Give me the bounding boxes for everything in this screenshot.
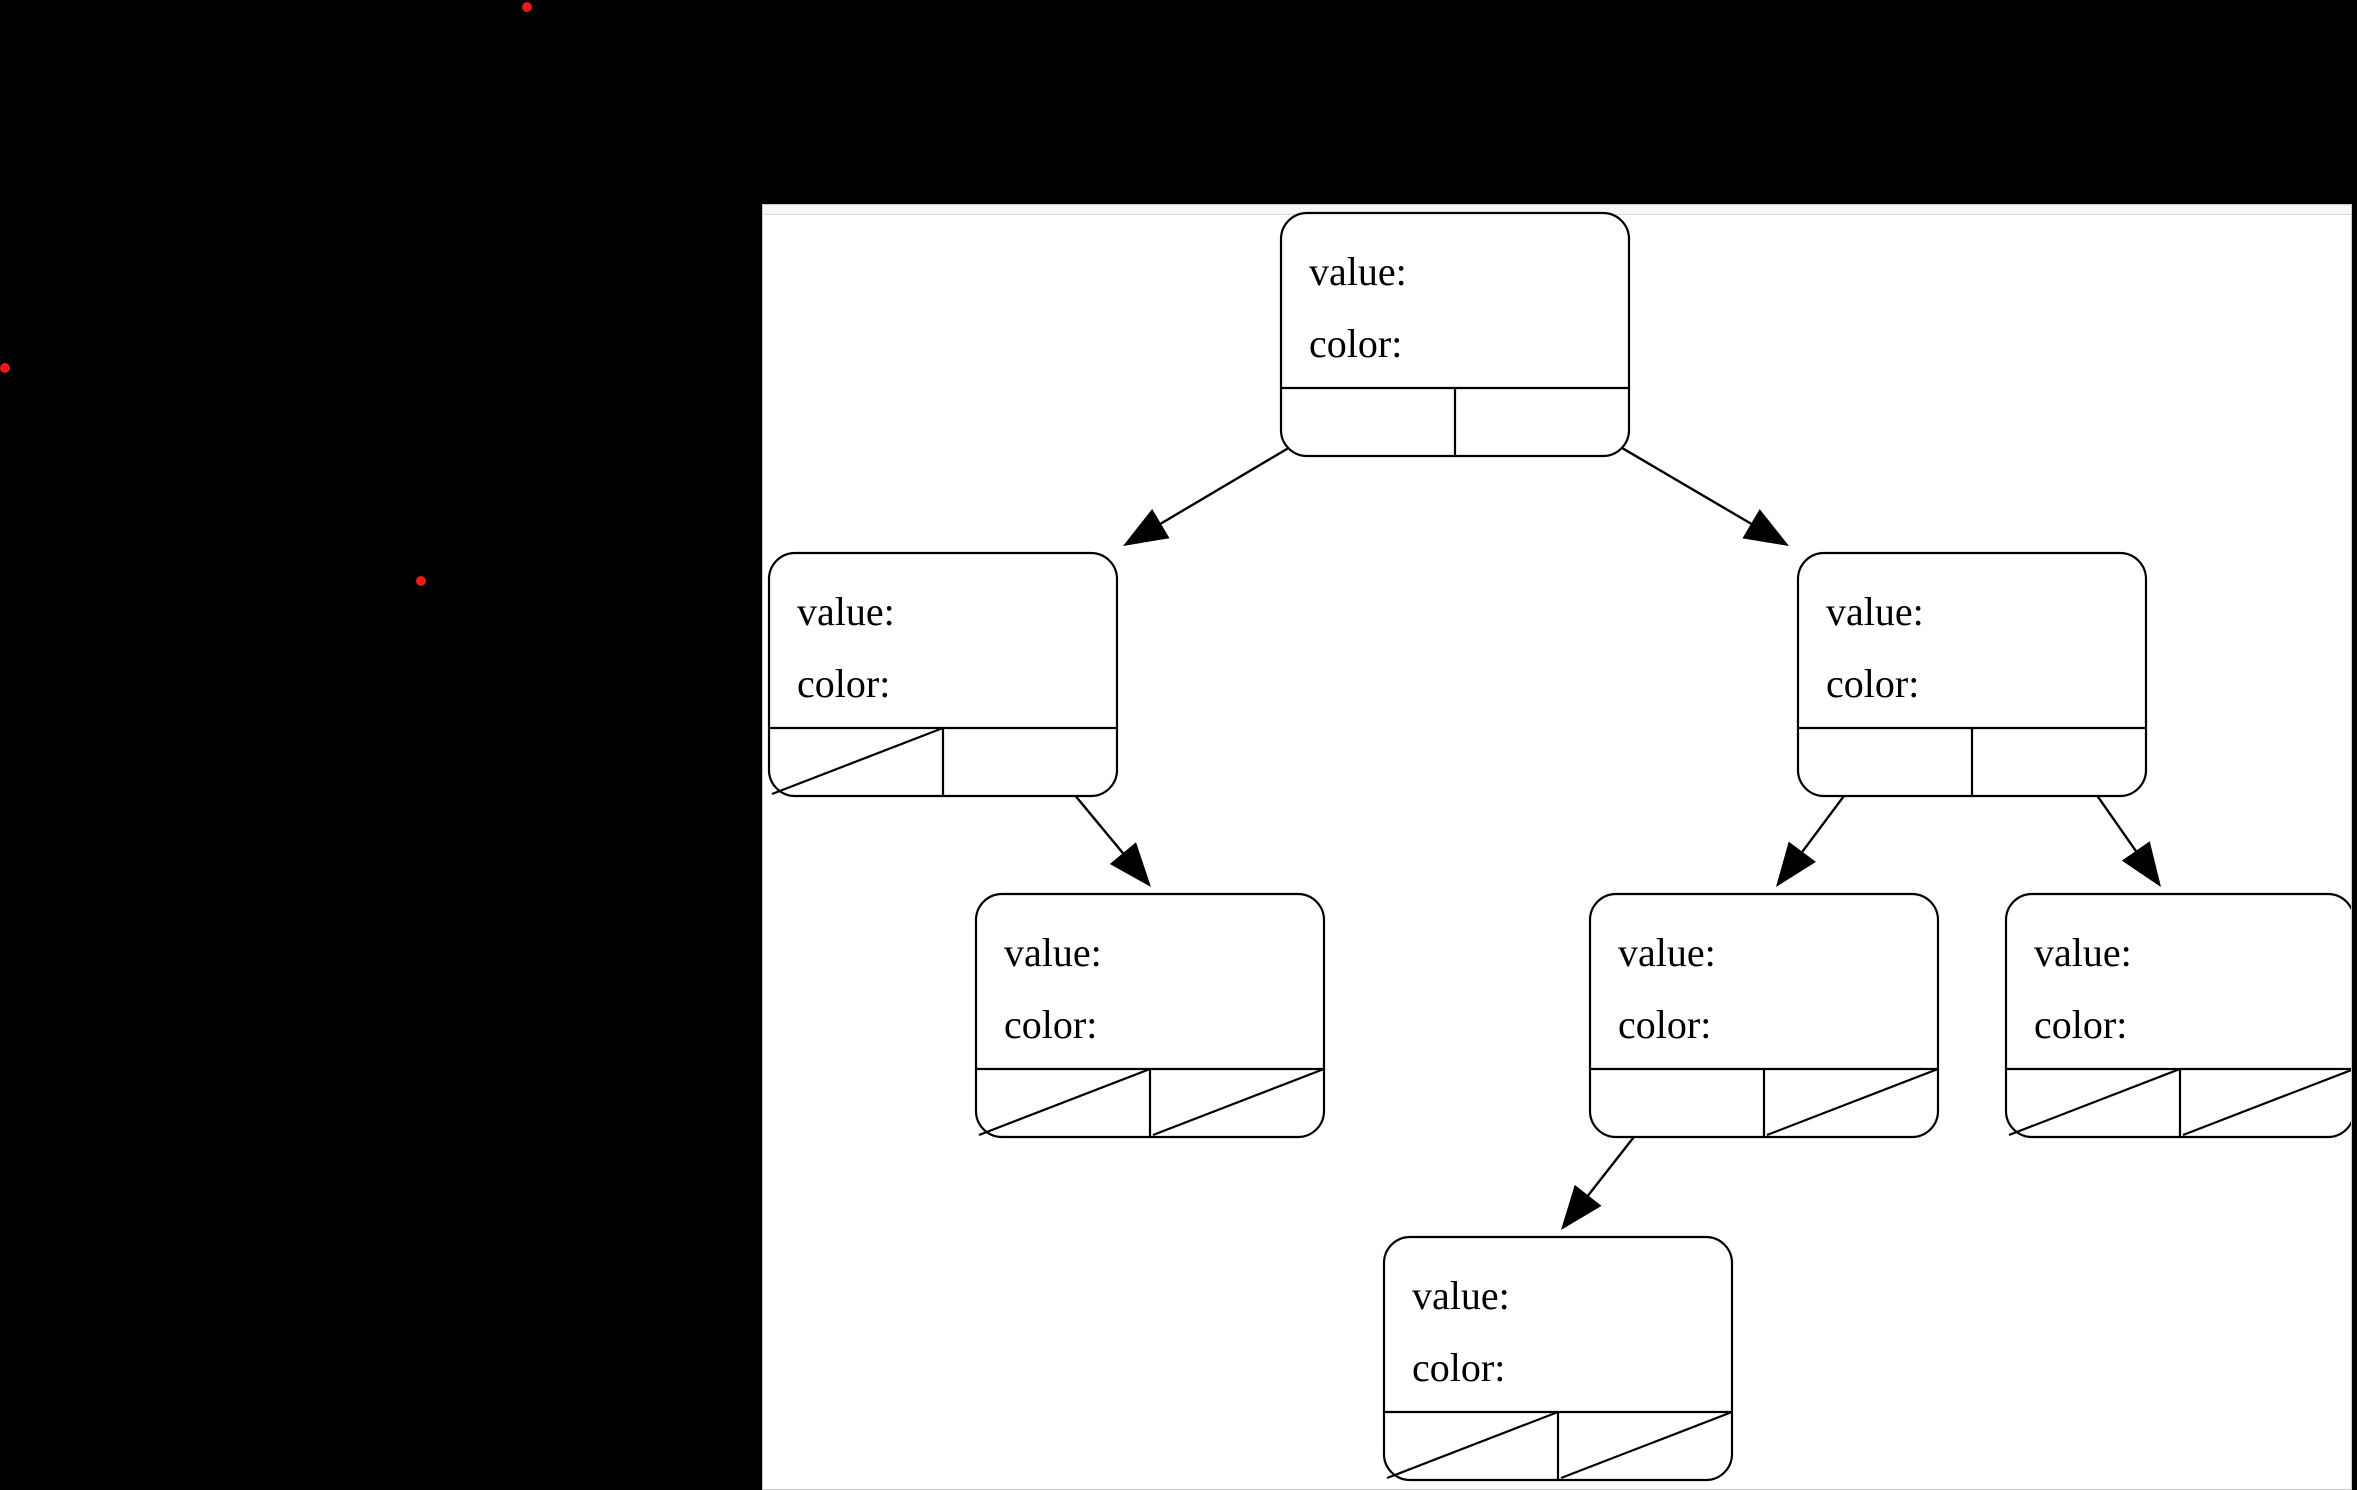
tree-node-deep-value-label: value: xyxy=(1412,1273,1510,1318)
tree-node-right[interactable]: value: color: xyxy=(1796,551,2148,798)
tree-node-left[interactable]: value: color: xyxy=(767,551,1119,798)
tree-node-root-value-label: value: xyxy=(1309,249,1407,294)
tree-arrowheads-layer xyxy=(1109,508,2161,1230)
tree-node-right-left-value-label: value: xyxy=(1618,930,1716,975)
tree-node-root-color-label: color: xyxy=(1309,321,1402,366)
tree-node-right-left[interactable]: value: color: xyxy=(1588,892,1940,1139)
tree-node-left-value-label: value: xyxy=(797,589,895,634)
tree-node-right-left-color-label: color: xyxy=(1618,1002,1711,1047)
tree-node-right-right-right-null-slash xyxy=(2182,1068,2351,1137)
edge-root-to-right-arrowhead xyxy=(1742,509,1789,546)
tree-node-left-right-color-label: color: xyxy=(1004,1002,1097,1047)
marker-dot-left xyxy=(0,363,10,373)
diagram-panel[interactable]: value:color:value:color:value:color:valu… xyxy=(762,204,2352,1490)
tree-node-deep-color-label: color: xyxy=(1412,1345,1505,1390)
tree-nodes-layer: value:color:value:color:value:color:valu… xyxy=(767,211,2351,1482)
tree-diagram-svg: value:color:value:color:value:color:valu… xyxy=(767,211,2351,1482)
edge-right-to-left-child-arrowhead xyxy=(1776,841,1816,887)
tree-node-right-right-value-label: value: xyxy=(2034,930,2132,975)
tree-node-root[interactable]: value: color: xyxy=(1279,211,1631,458)
tree-node-left-color-label: color: xyxy=(797,661,890,706)
tree-node-right-value-label: value: xyxy=(1826,589,1924,634)
tree-node-deep[interactable]: value: color: xyxy=(1382,1235,1734,1482)
tree-node-right-right-left-null-slash xyxy=(2008,1067,2181,1137)
tree-node-deep-right-null-slash xyxy=(1560,1410,1733,1480)
tree-node-left-right-value-label: value: xyxy=(1004,930,1102,975)
edge-left-to-child-arrowhead xyxy=(1109,842,1151,887)
tree-node-left-left-null-slash xyxy=(771,726,944,796)
marker-dot-top xyxy=(522,2,532,12)
tree-node-right-right-color-label: color: xyxy=(2034,1002,2127,1047)
tree-node-left-right[interactable]: value: color: xyxy=(974,892,1326,1139)
tree-node-right-right[interactable]: value: color: xyxy=(2004,892,2351,1139)
tree-node-deep-left-null-slash xyxy=(1386,1410,1559,1480)
marker-dot-mid xyxy=(416,576,426,586)
edge-root-to-left-arrowhead xyxy=(1123,508,1170,546)
tree-node-left-right-left-null-slash xyxy=(978,1067,1151,1137)
tree-node-right-left-right-null-slash xyxy=(1766,1067,1939,1137)
tree-node-right-color-label: color: xyxy=(1826,661,1919,706)
edge-right-to-right-child-arrowhead xyxy=(2121,841,2161,887)
tree-node-left-right-right-null-slash xyxy=(1152,1067,1325,1137)
edge-rightleft-to-deep-arrowhead xyxy=(1561,1184,1602,1230)
